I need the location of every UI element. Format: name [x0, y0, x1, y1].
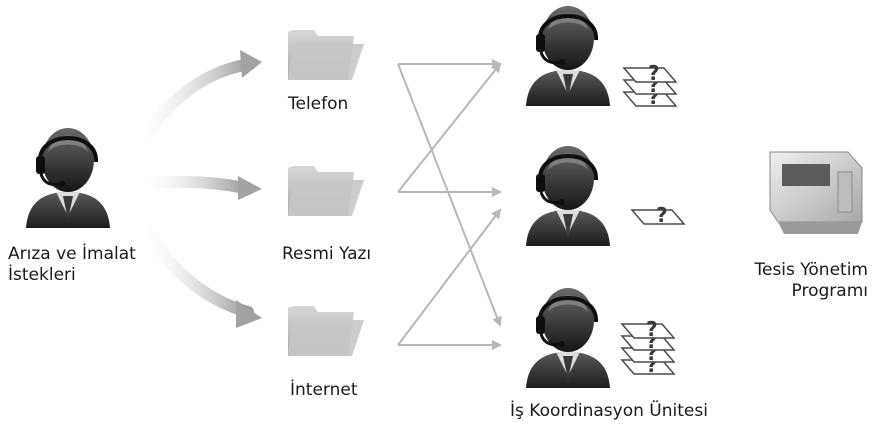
operator-icon-3	[524, 286, 612, 390]
phone-folder-icon	[288, 30, 364, 80]
question-docs-icon-1	[623, 60, 677, 110]
requester-label-line2: İstekleri	[8, 265, 76, 285]
channel-label-phone: Telefon	[288, 94, 349, 114]
management-system-label: Tesis Yönetim Programı	[754, 260, 868, 302]
letter-folder-icon	[288, 166, 364, 216]
channel-label-letter: Resmi Yazı	[282, 244, 372, 264]
coordination-unit-label: İş Koordinasyon Ünitesi	[510, 401, 708, 421]
question-docs-icon-2	[631, 202, 685, 228]
channel-label-internet: İnternet	[290, 380, 358, 400]
management-system-label-line1: Tesis Yönetim	[754, 260, 868, 280]
requester-icon	[24, 126, 112, 230]
internet-folder-icon	[288, 306, 364, 356]
requester-label: Arıza ve İmalat İstekleri	[8, 244, 136, 286]
operator-icon-1	[524, 4, 612, 108]
requester-label-line1: Arıza ve İmalat	[8, 244, 136, 264]
curved-arrows	[134, 50, 262, 328]
question-docs-icon-3	[621, 316, 675, 378]
management-system-label-line2: Programı	[791, 281, 868, 301]
routing-arrows	[397, 59, 502, 350]
computer-icon	[769, 151, 863, 234]
operator-icon-2	[524, 144, 612, 248]
